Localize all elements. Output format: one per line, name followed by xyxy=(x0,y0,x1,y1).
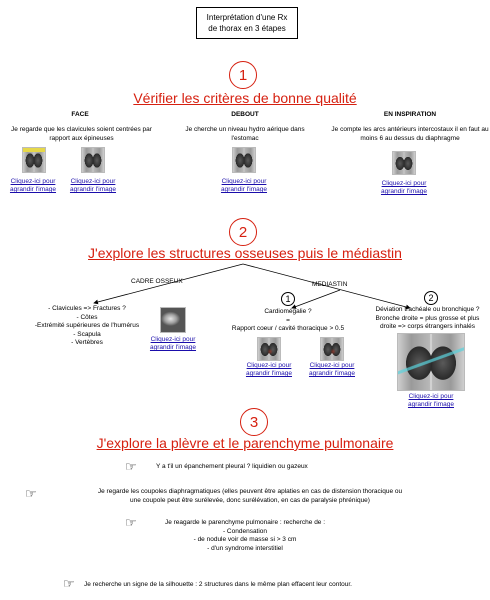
bone-list: - Clavicules => Fractures ? - Côtes -Ext… xyxy=(22,305,152,348)
parenchyma-line2: - Condensation xyxy=(222,527,268,535)
parenchyma-text: Je reagarde le parenchyme pulmonaire : r… xyxy=(140,519,350,553)
substep-1-number: 1 xyxy=(285,294,291,304)
header-line1: Interprétation d'une Rx xyxy=(206,13,288,22)
branch-cadre-osseux: CADRE OSSEUX xyxy=(131,278,183,285)
col-inspiration-heading: EN INSPIRATION xyxy=(383,111,437,118)
link-line1[interactable]: Cliquez-ici pour xyxy=(381,180,427,187)
step-1-circle: 1 xyxy=(229,61,257,89)
trachea-conclusion: droite => corps étrangers inhalés xyxy=(379,323,476,330)
link-line2[interactable]: agrandir l'image xyxy=(9,186,57,193)
parenchyma-line3: - de nodule voir de masse si > 3 cm xyxy=(193,536,297,543)
section-3-title: J'explore la plèvre et le parenchyme pul… xyxy=(96,435,394,451)
link-line2[interactable]: agrandir l'image xyxy=(149,344,197,351)
enlarge-link-face-1[interactable]: Cliquez-ici pour agrandir l'image xyxy=(2,178,64,194)
link-line2[interactable]: agrandir l'image xyxy=(380,188,428,195)
cardiomegaly-question: Cardiomégalie ? xyxy=(264,308,312,315)
trachea-detail: Bronche droite = plus grosse et plus xyxy=(375,314,480,322)
link-line1[interactable]: Cliquez-ici pour xyxy=(70,178,116,185)
xray-inspiration-image[interactable] xyxy=(392,151,416,175)
link-line1[interactable]: Cliquez-ici pour xyxy=(408,393,454,400)
col-inspiration-text: Je compte les arcs antérieurs intercosta… xyxy=(331,126,489,142)
trachea-question: Déviation trachéale ou bronchique ? xyxy=(375,306,480,313)
pointing-hand-icon: ☞ xyxy=(125,515,137,530)
xray-cardio-2-image[interactable] xyxy=(320,337,344,361)
substep-2-number: 2 xyxy=(428,293,434,303)
diaphragm-text: Je regarde les coupoles diaphragmatiques… xyxy=(30,488,470,505)
bone-item: -Extrémité supérieures de l'humérus xyxy=(34,322,140,329)
enlarge-link-cardio-2[interactable]: Cliquez-ici pour agrandir l'image xyxy=(301,362,363,378)
pointing-hand-icon: ☞ xyxy=(63,576,75,591)
bone-item: - Clavicules => Fractures ? xyxy=(48,305,126,312)
col-face-heading: FACE xyxy=(71,111,89,118)
enlarge-link-debout[interactable]: Cliquez-ici pour agrandir l'image xyxy=(213,178,275,194)
xray-cardio-1-image[interactable] xyxy=(257,337,281,361)
xray-debout-image[interactable] xyxy=(232,147,256,173)
col-debout-heading: DEBOUT xyxy=(231,111,259,118)
section-1-title: Vérifier les critères de bonne qualité xyxy=(133,90,357,106)
enlarge-link-cardio-1[interactable]: Cliquez-ici pour agrandir l'image xyxy=(238,362,300,378)
link-line2[interactable]: agrandir l'image xyxy=(245,370,293,377)
step-3-circle: 3 xyxy=(240,408,268,436)
pleural-effusion-text: Y a t'il un épanchement pleural ? liquid… xyxy=(156,463,308,470)
link-line2[interactable]: agrandir l'image xyxy=(407,401,455,408)
bone-item: - Côtes xyxy=(76,313,98,321)
step-2-number: 2 xyxy=(238,223,248,241)
step-2-circle: 2 xyxy=(229,218,257,246)
step-1-number: 1 xyxy=(238,66,248,84)
substep-1-circle: 1 xyxy=(281,292,295,306)
cardiomegaly-text: Cardiomégalie ? = Rapport coeur / cavité… xyxy=(228,308,348,334)
col-face-text: Je regarde que les clavicules soient cen… xyxy=(11,126,152,142)
parenchyma-line4: - d'un syndrome interstitiel xyxy=(207,544,283,552)
cardiomegaly-ratio: Rapport coeur / cavité thoracique > 0.5 xyxy=(231,325,345,332)
cardiomegaly-equals: = xyxy=(286,316,290,324)
enlarge-link-inspiration[interactable]: Cliquez-ici pour agrandir l'image xyxy=(373,180,435,196)
xray-scapula-image[interactable] xyxy=(160,307,186,333)
header-line2: de thorax en 3 étapes xyxy=(208,24,286,33)
col-debout-text: Je cherche un niveau hydro aérique dans … xyxy=(185,126,305,142)
link-line1[interactable]: Cliquez-ici pour xyxy=(246,362,292,369)
enlarge-link-bones[interactable]: Cliquez-ici pour agrandir l'image xyxy=(142,336,204,352)
link-line2[interactable]: agrandir l'image xyxy=(308,370,356,377)
xray-trachea-image[interactable] xyxy=(397,333,465,391)
parenchyma-line1: Je reagarde le parenchyme pulmonaire : r… xyxy=(164,519,326,526)
silhouette-sign-text: Je recherche un signe de la silhouette :… xyxy=(84,581,352,588)
link-line1[interactable]: Cliquez-ici pour xyxy=(221,178,267,185)
enlarge-link-trachea[interactable]: Cliquez-ici pour agrandir l'image xyxy=(400,393,462,409)
xray-face-2-image[interactable] xyxy=(81,147,105,173)
header-box: Interprétation d'une Rx de thorax en 3 é… xyxy=(196,7,298,39)
branch-mediastin: MEDIASTIN xyxy=(312,281,348,288)
link-line1[interactable]: Cliquez-ici pour xyxy=(150,336,196,343)
enlarge-link-face-2[interactable]: Cliquez-ici pour agrandir l'image xyxy=(62,178,124,194)
bone-item: - Scapula xyxy=(73,330,101,338)
diaphragm-line2: une coupole peut être surélevée, donc su… xyxy=(130,496,370,504)
section-2-title: J'explore les structures osseuses puis l… xyxy=(88,245,402,261)
xray-face-1-image[interactable] xyxy=(22,147,46,173)
pointing-hand-icon: ☞ xyxy=(125,459,137,474)
link-line2[interactable]: agrandir l'image xyxy=(69,186,117,193)
link-line1[interactable]: Cliquez-ici pour xyxy=(10,178,56,185)
trachea-text: Déviation trachéale ou bronchique ? Bron… xyxy=(365,306,490,332)
substep-2-circle: 2 xyxy=(424,291,438,305)
bone-item: - Vertèbres xyxy=(71,339,103,346)
link-line2[interactable]: agrandir l'image xyxy=(220,186,268,193)
step-3-number: 3 xyxy=(249,413,259,431)
pointing-hand-icon: ☞ xyxy=(25,486,37,501)
link-line1[interactable]: Cliquez-ici pour xyxy=(309,362,355,369)
diaphragm-line1: Je regarde les coupoles diaphragmatiques… xyxy=(97,488,403,495)
